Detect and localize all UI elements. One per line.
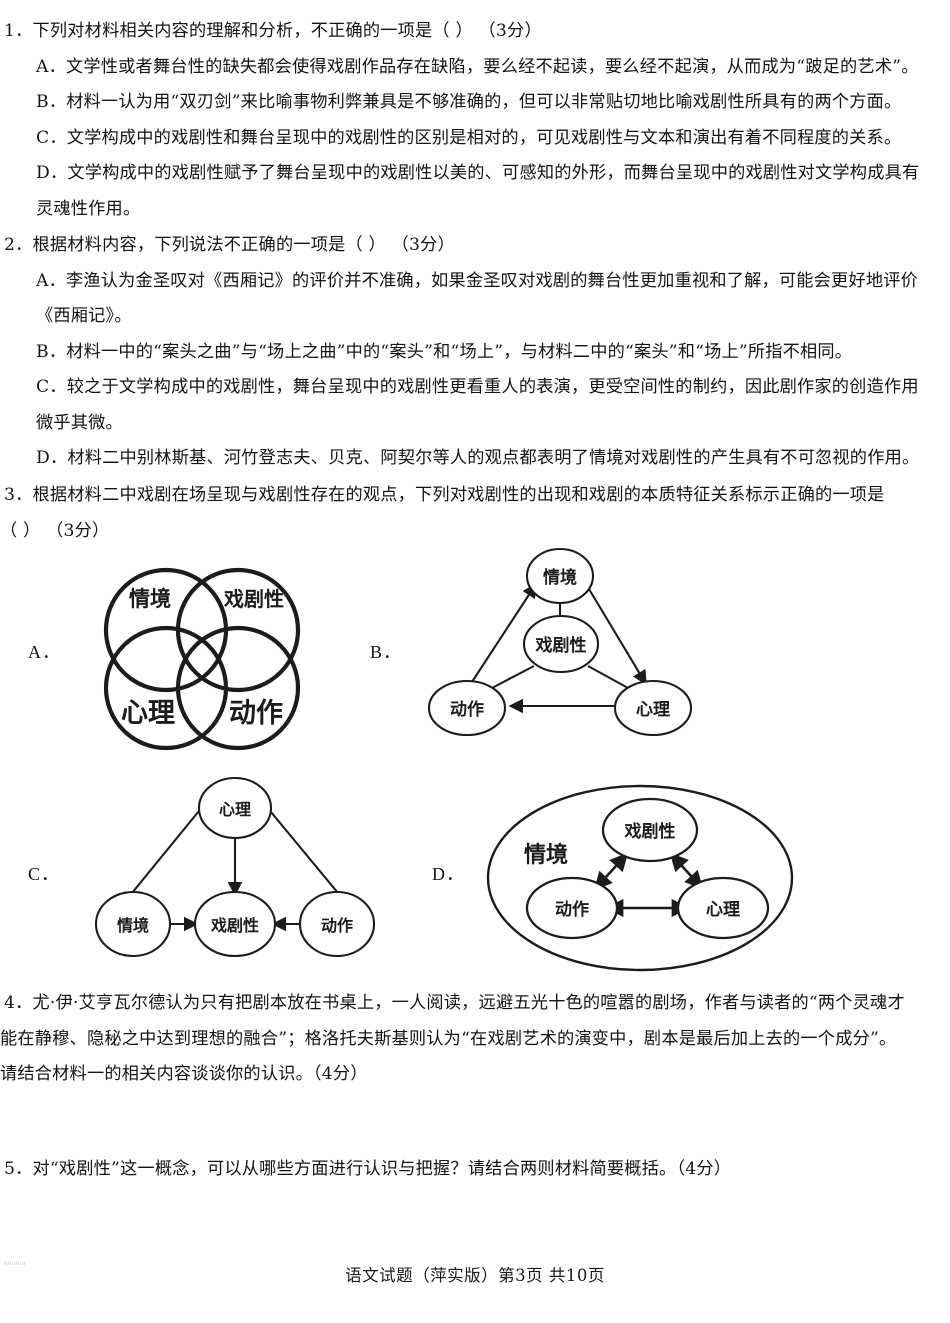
question-1-stem: 1．下列对材料相关内容的理解和分析，不正确的一项是（ ） （3分） [4,21,542,41]
question-2-option-c: C．较之于文学构成中的戏剧性，舞台呈现中的戏剧性更看重人的表演，更受空间性的制约… [36,377,919,397]
choice-b-node-xijuxing: 戏剧性 [535,635,587,656]
question-5: 5．对“戏剧性”这一概念，可以从哪些方面进行认识与把握？请结合两则材料简要概括。… [0,1152,950,1188]
question-3-stem-line-2: （ ） （3分） [0,520,110,541]
question-1-option-d-cont: 灵魂性作用。 [36,198,141,219]
choice-d-node-xijuxing: 戏剧性 [624,821,676,842]
choice-a-label: A． [28,642,61,662]
question-4: 4．尤·伊·艾亨瓦尔德认为只有把剧本放在书桌上，一人阅读，远避五光十色的喧嚣的剧… [0,986,950,1093]
choice-d-node-xinli: 心理 [706,900,740,920]
question-1-option-a: A．文学性或者舞台性的缺失都会使得戏剧作品存在缺陷，要么经不起读，要么经不起演，… [36,56,919,77]
choice-b-node-qingjing: 情境 [543,567,577,588]
question-5-line-1: 5．对“戏剧性”这一概念，可以从哪些方面进行认识与把握？请结合两则材料简要概括。… [4,1159,732,1179]
question-3-choice-diagrams: A． 情境 戏剧性 心理 动作 B． [0,547,950,981]
question-2-option-b: B．材料一中的“案头之曲”与“场上之曲”中的“案头”和“场上”，与材料二中的“案… [36,341,853,362]
choice-a-node-xijuxing: 戏剧性 [223,587,284,611]
choice-d-node-dongzuo: 动作 [555,899,589,920]
choice-c-node-xinli: 心理 [219,800,251,819]
choice-b-node-xinli: 心理 [636,700,670,720]
question-2-option-d: D．材料二中别林斯基、河竹登志夫、贝克、阿契尔等人的观点都表明了情境对戏剧性的产… [36,448,920,468]
question-1: 1．下列对材料相关内容的理解和分析，不正确的一项是（ ） （3分） A．文学性或… [0,14,950,227]
question-1-option-d: D．文学构成中的戏剧性赋予了舞台呈现中的戏剧性以美的、可感知的外形，而舞台呈现中… [36,163,920,183]
question-2-option-c-cont: 微乎其微。 [36,412,123,433]
choice-d-node-qingjing: 情境 [524,842,568,868]
question-4-line-3: 请结合材料一的相关内容谈谈你的认识。（4分） [0,1064,368,1084]
choice-a-node-dongzuo: 动作 [229,698,283,729]
choice-a-figure: 情境 戏剧性 心理 动作 [88,562,318,757]
choice-d-figure: 戏剧性 动作 心理 情境 [480,776,800,976]
question-4-line-2: 能在静穆、隐秘之中达到理想的融合”；格洛托夫斯基则认为“在戏剧艺术的演变中，剧本… [0,1028,897,1049]
choice-c[interactable]: C． [0,776,420,981]
question-1-option-c: C．文学构成中的戏剧性和舞台呈现中的戏剧性的区别是相对的，可见戏剧性与文本和演出… [36,127,902,148]
choice-d[interactable]: D． [420,776,860,981]
choice-b[interactable]: B． [370,547,790,768]
choice-c-node-qingjing: 情境 [117,916,149,935]
choice-c-label: C． [28,864,61,884]
question-2-option-a: A．李渔认为金圣叹对《西厢记》的评价并不准确，如果金圣叹对戏剧的舞台性更加重视和… [36,270,918,291]
question-2-option-a-cont: 《西厢记》。 [36,306,132,326]
question-1-option-b: B．材料一认为用“双刃剑”来比喻事物利弊兼具是不够准确的，但可以非常贴切地比喻戏… [36,92,902,112]
question-3: 3．根据材料二中戏剧在场呈现与戏剧性存在的观点，下列对戏剧性的出现和戏剧的本质特… [0,478,950,549]
choice-b-figure: 情境 戏剧性 动作 心理 [410,547,710,753]
choice-a-node-xinli: 心理 [121,698,175,729]
scan-artifact [4,1262,26,1265]
question-4-line-1: 4．尤·伊·艾亨瓦尔德认为只有把剧本放在书桌上，一人阅读，远避五光十色的喧嚣的剧… [4,993,905,1013]
choice-a-node-qingjing: 情境 [129,587,171,611]
choice-a[interactable]: A． 情境 戏剧性 心理 动作 [0,548,400,768]
choice-c-node-dongzuo: 动作 [321,916,353,935]
choice-c-node-xijuxing: 戏剧性 [210,916,259,935]
question-2-stem: 2．根据材料内容，下列说法不正确的一项是（ ） （3分） [4,235,455,255]
choice-b-label: B． [370,642,403,662]
question-3-stem-line-1: 3．根据材料二中戏剧在场呈现与戏剧性存在的观点，下列对戏剧性的出现和戏剧的本质特… [4,485,885,505]
choice-c-figure: 心理 情境 戏剧性 动作 [70,776,400,976]
page-footer: 语文试题（萍实版）第3页 共10页 [345,1266,605,1285]
choice-d-label: D． [432,864,465,884]
choice-b-node-dongzuo: 动作 [450,699,484,720]
question-2: 2．根据材料内容，下列说法不正确的一项是（ ） （3分） A．李渔认为金圣叹对《… [0,228,950,477]
